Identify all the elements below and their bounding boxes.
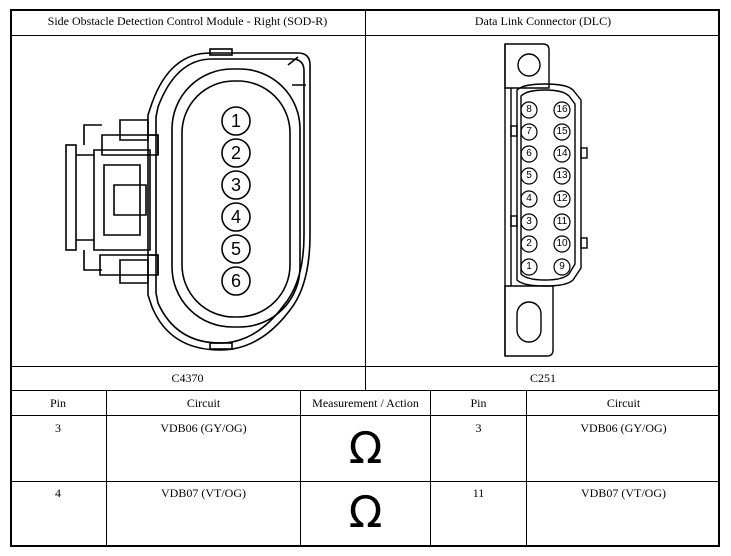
col-divider-1: [106, 390, 107, 547]
c251-pin-11: 11: [556, 216, 568, 227]
c251-pin-13: 13: [556, 170, 568, 181]
c251-pin-2: 2: [526, 238, 532, 249]
col-header-pin-a: Pin: [49, 396, 66, 410]
c4370-pin-5: 5: [230, 239, 241, 259]
c4370-pin-1: 1: [230, 111, 241, 131]
row2-circuit-b: VDB07 (VT/OG): [581, 486, 666, 500]
col-header-circuit-b: Circuit: [606, 396, 641, 410]
c251-pin-5: 5: [526, 170, 532, 181]
col-divider-2: [300, 390, 301, 547]
row2-circuit-a: VDB07 (VT/OG): [161, 486, 246, 500]
right-component-title: Data Link Connector (DLC): [474, 14, 612, 28]
c251-pin-9: 9: [559, 261, 565, 272]
row1-circuit-a: VDB06 (GY/OG): [160, 421, 247, 435]
col-divider-3: [430, 390, 431, 547]
c251-pin-1: 1: [526, 261, 532, 272]
table-header-rule: [10, 415, 720, 416]
row1-pin-a: 3: [55, 421, 61, 435]
c251-pin-16: 16: [556, 104, 568, 115]
c251-pin-8: 8: [526, 104, 532, 115]
right-connector-id: C251: [529, 371, 556, 385]
c4370-pin-6: 6: [230, 271, 241, 291]
left-connector-id: C4370: [171, 371, 204, 385]
connector-c251-drawing: [504, 43, 588, 357]
col-divider-4: [526, 390, 527, 547]
row1-circuit-b: VDB06 (GY/OG): [580, 421, 667, 435]
c251-pin-3: 3: [526, 216, 532, 227]
row2-pin-a: 4: [55, 486, 61, 500]
c251-pin-10: 10: [556, 238, 568, 249]
c251-pin-15: 15: [556, 126, 568, 137]
c4370-pin-4: 4: [230, 207, 241, 227]
c251-pin-4: 4: [526, 193, 532, 204]
center-divider: [365, 9, 366, 391]
row1-pin-b: 3: [475, 421, 482, 435]
left-component-title: Side Obstacle Detection Control Module -…: [47, 14, 328, 28]
c251-pin-7: 7: [526, 126, 532, 137]
c251-pin-12: 12: [556, 193, 568, 204]
c4370-pin-2: 2: [230, 143, 241, 163]
c4370-pin-3: 3: [230, 175, 241, 195]
connector-c4370-drawing: [65, 48, 311, 351]
c251-pin-14: 14: [556, 148, 568, 159]
col-header-pin-b: Pin: [470, 396, 487, 410]
c251-pin-6: 6: [526, 148, 532, 159]
table-row-rule: [10, 481, 720, 482]
row2-pin-b: 11: [472, 486, 485, 500]
col-header-circuit-a: Circuit: [186, 396, 221, 410]
col-header-measurement: Measurement / Action: [312, 396, 419, 410]
row1-ohm-symbol: Ω: [348, 423, 383, 474]
row2-ohm-symbol: Ω: [348, 487, 383, 538]
